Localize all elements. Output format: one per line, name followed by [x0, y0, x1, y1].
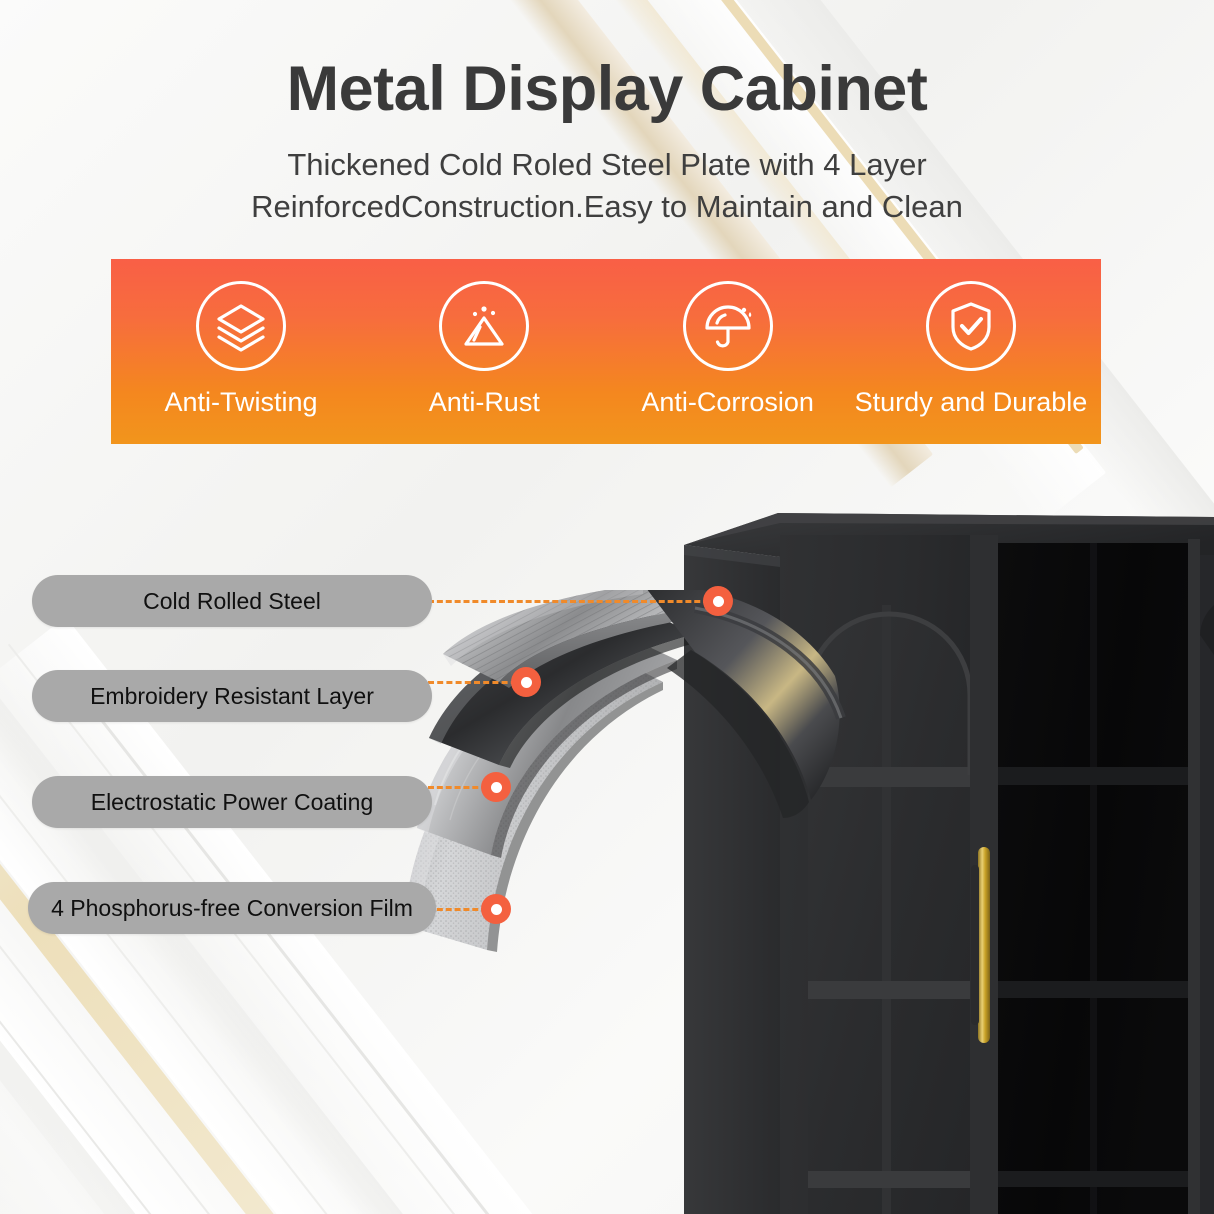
callout-pill-embroidery-resistant-layer[interactable]: Embroidery Resistant Layer: [32, 670, 432, 722]
sand-pile-icon: [439, 281, 530, 371]
shelf-bar: [998, 1171, 1188, 1187]
feature-anti-corrosion: Anti-Corrosion: [610, 281, 846, 418]
callout-label: Embroidery Resistant Layer: [90, 682, 374, 709]
leader-line-4: [428, 908, 496, 911]
subtitle-line-2: ReinforcedConstruction.Easy to Maintain …: [251, 189, 963, 225]
callout-dot-3[interactable]: [481, 772, 511, 802]
shelf-bar: [808, 981, 970, 999]
leader-line-3: [428, 786, 496, 789]
umbrella-icon: [682, 281, 773, 371]
feature-label: Anti-Twisting: [164, 387, 318, 417]
shelf-bar: [808, 767, 970, 787]
metal-layers-illustration: [403, 590, 846, 952]
subtitle-line-1: Thickened Cold Roled Steel Plate with 4 …: [287, 147, 927, 183]
leader-line-1: [428, 600, 718, 603]
cabinet-right-door-edge: [1188, 539, 1214, 1214]
cabinet-open-compartment: [998, 543, 1188, 1214]
feature-anti-twisting: Anti-Twisting: [123, 281, 359, 418]
shelf-bar: [998, 981, 1188, 998]
header: Metal Display Cabinet Thickened Cold Rol…: [0, 0, 1214, 228]
page-title: Metal Display Cabinet: [286, 54, 928, 124]
feature-label: Anti-Corrosion: [641, 387, 814, 417]
cabinet-glass-door: [780, 535, 998, 1214]
callout-label: Electrostatic Power Coating: [90, 788, 374, 815]
callout-dot-1[interactable]: [703, 586, 733, 616]
feature-anti-rust: Anti-Rust: [366, 281, 602, 418]
callout-dot-2[interactable]: [511, 667, 541, 697]
callout-pill-phosphorus-free-conversion-film[interactable]: 4 Phosphorus-free Conversion Film: [28, 882, 436, 934]
shelf-bar: [998, 767, 1188, 785]
page-subtitle: Thickened Cold Roled Steel Plate with 4 …: [0, 144, 1214, 228]
callout-pill-cold-rolled-steel[interactable]: Cold Rolled Steel: [32, 575, 432, 627]
cabinet-door-handle[interactable]: [971, 847, 990, 1043]
callout-pill-electrostatic-power-coating[interactable]: Electrostatic Power Coating: [32, 776, 432, 828]
shield-check-icon: [925, 281, 1016, 371]
feature-banner: Anti-Twisting Anti-Rust Anti-Corrosion: [111, 259, 1101, 444]
layers-icon: [196, 281, 286, 371]
feature-label: Sturdy and Durable: [854, 387, 1088, 417]
callout-label: 4 Phosphorus-free Conversion Film: [51, 894, 413, 921]
feature-sturdy-durable: Sturdy and Durable: [853, 281, 1089, 418]
callout-label: Cold Rolled Steel: [143, 587, 321, 614]
feature-label: Anti-Rust: [428, 387, 540, 417]
layer-conversion-film: [403, 650, 663, 952]
callout-dot-4[interactable]: [481, 894, 511, 924]
leader-line-2: [428, 681, 526, 684]
shelf-bar: [808, 1171, 970, 1188]
